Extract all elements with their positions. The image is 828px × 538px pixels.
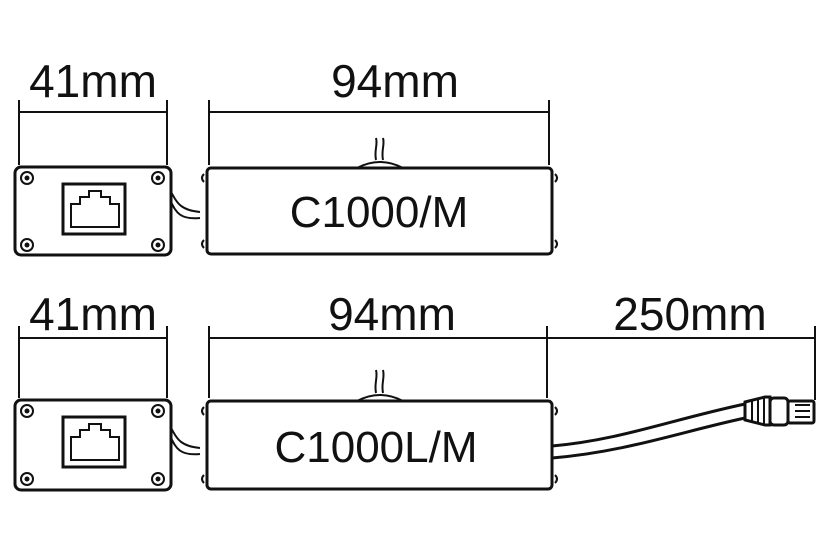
screw-icon bbox=[151, 404, 165, 418]
screw-icon bbox=[151, 171, 165, 185]
rj45-plug-icon bbox=[743, 395, 816, 427]
top-body-length-dimension: 94mm bbox=[208, 55, 550, 165]
screw-icon bbox=[151, 472, 165, 486]
bottom-body-length-dimension: 94mm bbox=[208, 288, 548, 398]
cable-gland-icon bbox=[356, 137, 404, 169]
bottom-cable-length-dimension: 250mm bbox=[547, 288, 816, 400]
rj45-port-icon bbox=[61, 415, 127, 469]
bottom-body-length-label: 94mm bbox=[328, 288, 456, 340]
cable-gland-icon bbox=[356, 369, 404, 402]
top-model-label: C1000/M bbox=[290, 188, 469, 237]
screw-icon bbox=[151, 238, 165, 252]
bottom-side-view: C1000L/M bbox=[201, 369, 558, 491]
top-row: 41mm 94mm bbox=[13, 55, 558, 257]
pigtail-cable bbox=[551, 402, 746, 460]
bottom-cable-length-label: 250mm bbox=[613, 288, 766, 340]
screw-icon bbox=[20, 171, 34, 185]
top-end-view bbox=[13, 165, 201, 257]
bottom-model-label: C1000L/M bbox=[274, 423, 477, 472]
top-side-width-label: 41mm bbox=[29, 55, 157, 107]
top-body-length-label: 94mm bbox=[331, 55, 459, 107]
bottom-side-width-dimension: 41mm bbox=[18, 288, 168, 398]
bottom-end-view bbox=[13, 398, 201, 492]
rj45-port-icon bbox=[61, 182, 127, 236]
bottom-row: 41mm 94mm 250mm bbox=[13, 288, 816, 492]
bottom-side-width-label: 41mm bbox=[29, 288, 157, 340]
top-side-width-dimension: 41mm bbox=[18, 55, 168, 165]
screw-icon bbox=[20, 472, 34, 486]
screw-icon bbox=[20, 238, 34, 252]
top-side-view: C1000/M bbox=[201, 137, 558, 256]
screw-icon bbox=[20, 404, 34, 418]
